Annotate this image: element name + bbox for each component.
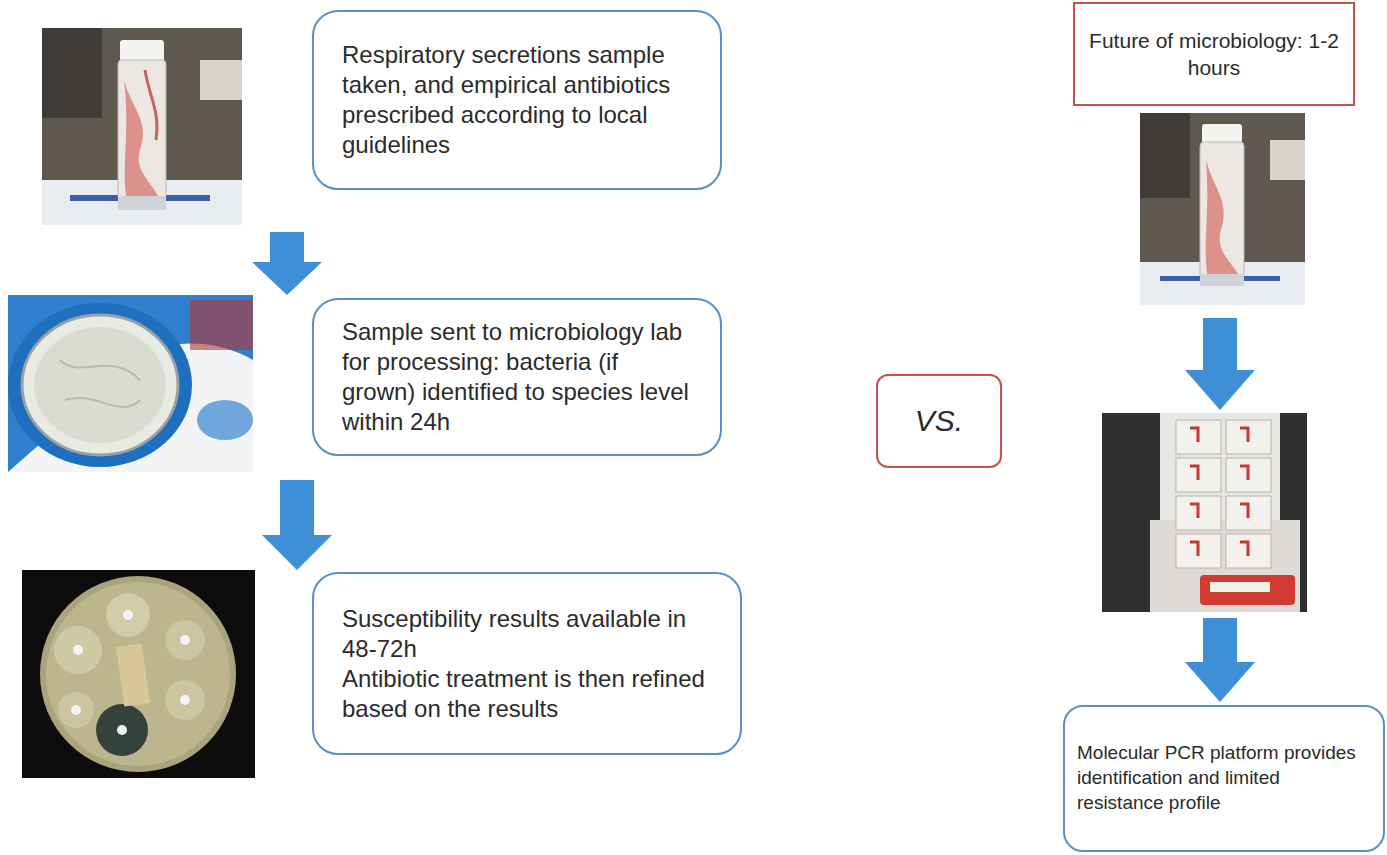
box-text: Susceptibility results available in 48-7…	[342, 604, 718, 664]
agar-plate-photo	[8, 295, 253, 472]
box-text: Molecular PCR platform provides identifi…	[1077, 741, 1371, 815]
box-text: VS.	[915, 404, 963, 438]
box-text: Respiratory secretions sample taken, and…	[342, 40, 698, 160]
box-text: Future of microbiology: 1-2 hours	[1087, 27, 1341, 82]
sample-tube-photo	[1140, 113, 1305, 305]
down-arrow	[1185, 318, 1255, 410]
disc-diffusion-photo	[22, 570, 255, 778]
step-box: Respiratory secretions sample taken, and…	[312, 10, 722, 190]
versus-box: VS.	[876, 374, 1002, 468]
step-box: Susceptibility results available in 48-7…	[312, 572, 742, 755]
result-box: Molecular PCR platform provides identifi…	[1063, 705, 1385, 852]
flow-arrows	[252, 232, 1255, 702]
step-box: Sample sent to microbiology lab for proc…	[312, 298, 722, 456]
down-arrow	[262, 480, 332, 570]
heading-box: Future of microbiology: 1-2 hours	[1073, 2, 1355, 106]
sample-tube-photo	[42, 28, 242, 225]
down-arrow	[1185, 618, 1255, 702]
down-arrow	[252, 232, 322, 295]
pcr-machine-photo	[1102, 413, 1307, 612]
box-text: Sample sent to microbiology lab for proc…	[342, 317, 698, 437]
box-text: Antibiotic treatment is then refined bas…	[342, 664, 718, 724]
